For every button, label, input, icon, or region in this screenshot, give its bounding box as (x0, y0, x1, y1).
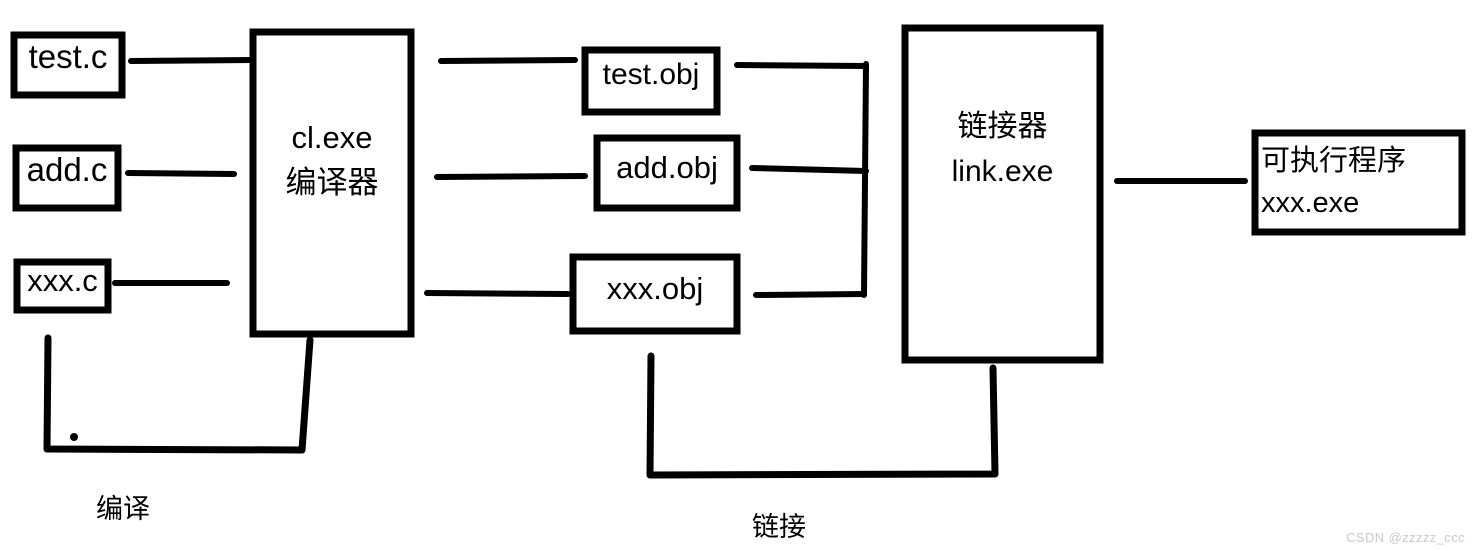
edge-obj-bus-vertical (861, 61, 869, 298)
bracket-label-link: 链接 (752, 512, 806, 542)
node-box-test-obj (581, 46, 721, 116)
node-box-xxx-obj (569, 253, 741, 335)
bracket-compile-dot (70, 433, 78, 441)
edge-add-obj-to-bus (749, 165, 869, 174)
node-box-xxx-c (13, 258, 112, 314)
node-box-linker (901, 24, 1104, 364)
edge-xxx-obj-to-bus (753, 291, 867, 298)
csdn-watermark: CSDN @zzzzz_ccc (1346, 530, 1465, 545)
edge-compiler-to-test-obj (438, 57, 578, 64)
node-box-add-c (12, 144, 122, 212)
bracket-label-compile: 编译 (96, 494, 150, 524)
node-box-add-obj (593, 134, 741, 212)
bracket-link (646, 352, 999, 479)
bracket-compile (43, 334, 314, 454)
edge-test-obj-to-bus (734, 62, 869, 69)
node-box-compiler (249, 28, 415, 338)
node-box-executable (1251, 129, 1466, 236)
node-box-test-c (10, 31, 126, 99)
edge-compiler-to-xxx-obj (424, 290, 571, 297)
edge-add-c-to-compiler (125, 170, 237, 177)
edge-test-c-to-compiler (128, 57, 256, 64)
edge-compiler-to-add-obj (434, 173, 588, 180)
